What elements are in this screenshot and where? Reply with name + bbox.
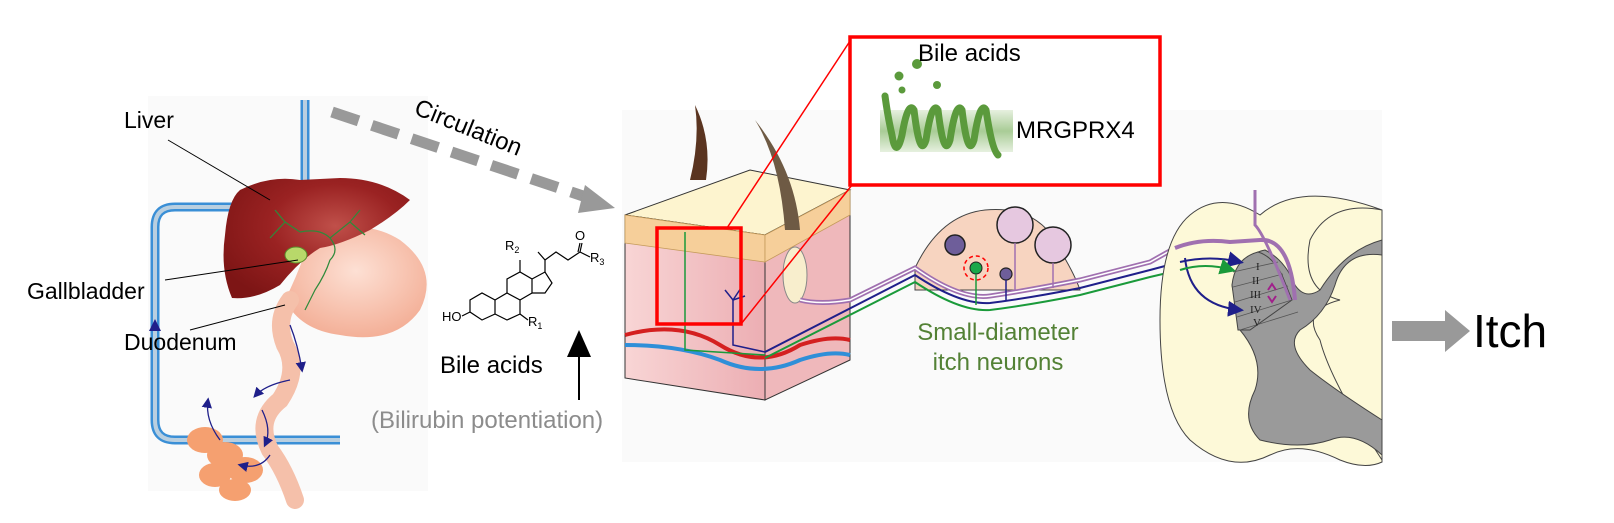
increase-arrow [567,330,591,400]
skin-zoom-highlight [655,226,743,326]
lamina-III: III [1250,289,1261,301]
lamina-II: II [1252,275,1260,287]
itch-neurons-label: Small-diameter itch neurons [898,318,1098,378]
mrgprx4-label: MRGPRX4 [1016,117,1135,144]
flow-arrows [201,324,306,472]
liver [223,178,410,299]
dorsal-horn [1231,251,1293,331]
ganglion-neurons [944,206,1072,300]
chem-r2: R2 [505,238,519,255]
chem-r1: R1 [528,314,542,331]
stomach [285,226,427,338]
gallbladder [284,246,308,264]
lamina-IV: IV [1250,304,1262,316]
bile-acid-structure [461,242,591,321]
bile-ducts [269,209,366,311]
skin-block [624,105,852,401]
spinal-fiber-terminals [1174,190,1297,317]
liver-label: Liver [124,107,174,133]
duodenum-leader-line [189,304,286,331]
duodenum-label: Duodenum [124,329,237,355]
mrgprx4-receptor [881,92,1002,159]
itch-output-arrow [1392,310,1470,352]
bile-acids-label: Bile acids [440,352,543,379]
zoom-connector-bottom [740,184,853,325]
bile-acid-molecules [894,59,941,94]
chem-carbonyl-oxygen: O [575,228,585,243]
lamina-I: I [1256,261,1260,273]
liver-leader-line [167,139,271,201]
itch-neurons-label-line2: itch neurons [932,349,1064,376]
gallbladder-leader-line [164,259,299,281]
lamina-dividers [1232,261,1299,331]
itch-neurons-label-line1: Small-diameter [917,319,1079,346]
itch-label: Itch [1473,305,1548,357]
itch-neuron-highlight [963,255,989,305]
circulation-arrow [330,106,615,213]
chem-hydroxyl: HO [442,309,462,324]
zoom-connector-top [726,37,853,229]
gallbladder-label: Gallbladder [27,278,145,304]
duodenum-intestine [255,291,304,509]
bilirubin-potentiation-label: (Bilirubin potentiation) [371,407,604,434]
chem-r3: R3 [590,250,604,267]
inset-bile-acids-label: Bile acids [918,40,1021,67]
lamina-V: V [1253,317,1261,329]
nerve-fibers [764,245,1181,359]
